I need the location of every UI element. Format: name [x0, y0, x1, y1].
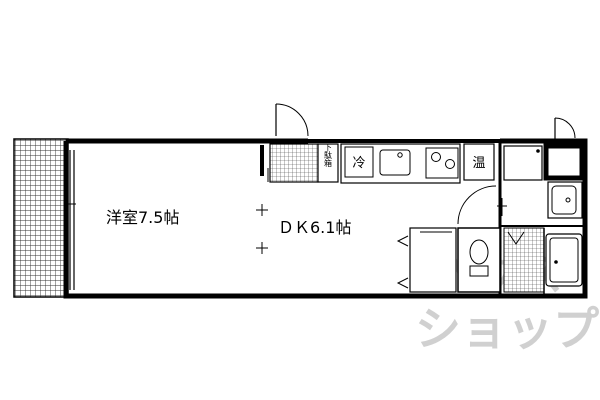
- washing-machine-space: [503, 145, 543, 181]
- closet-doors: [396, 227, 457, 293]
- shoe-rack-label: 下駄箱: [324, 143, 333, 168]
- storage-box: [543, 117, 585, 181]
- water-heater: 温: [463, 143, 495, 181]
- room-label-western: 洋室7.5帖: [106, 208, 179, 227]
- washbasin: [547, 181, 583, 219]
- fridge-label: 冷: [352, 156, 365, 171]
- shoe-rack: 下駄箱: [317, 143, 339, 183]
- watermark-line2: ショップ: [415, 302, 599, 356]
- kitchen-counter: 冷: [340, 143, 461, 184]
- bathtub: [545, 233, 583, 287]
- inner-partitions: [497, 198, 585, 294]
- outlet-marks: [66, 168, 269, 254]
- toilet: [457, 185, 501, 293]
- room-label-dk: ＤＫ6.1帖: [278, 218, 351, 237]
- balcony: [13, 138, 69, 298]
- water-heater-label: 温: [472, 156, 485, 171]
- washroom: [503, 227, 545, 293]
- balcony-window: [69, 150, 75, 290]
